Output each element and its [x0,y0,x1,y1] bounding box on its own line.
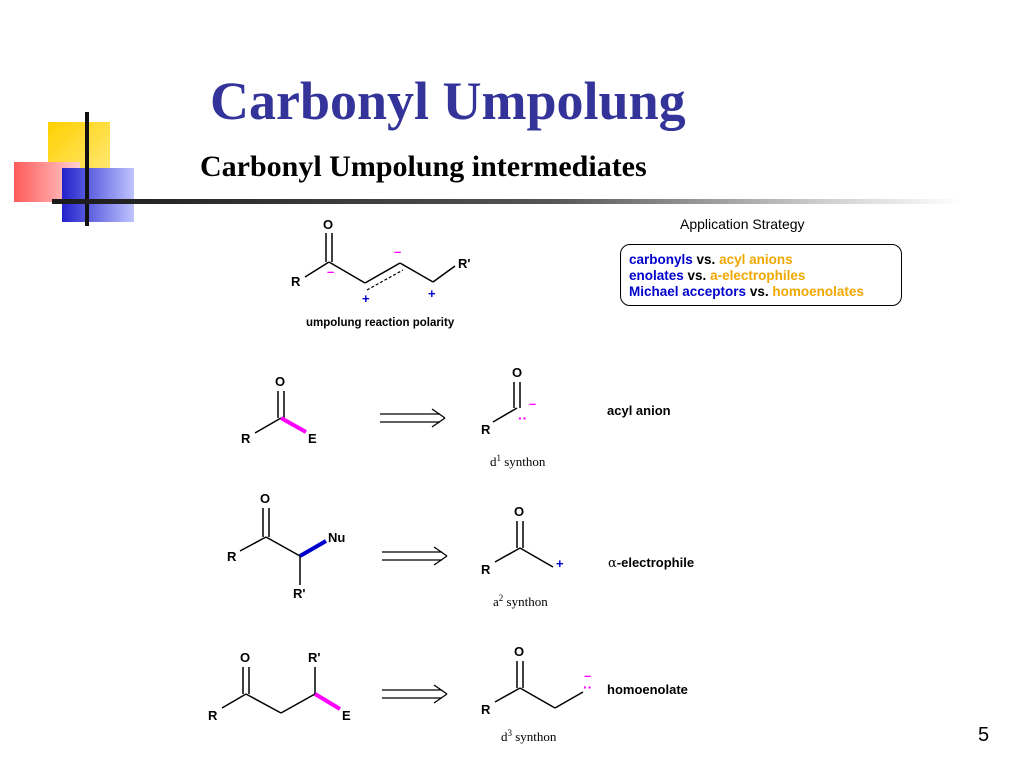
row-label: homoenolate [607,682,688,697]
synthon-charge: – [584,668,591,683]
sm-atom-r: R [208,708,218,723]
synthon-superscript: 3 [508,728,513,738]
strategy-vs: vs. [692,252,720,267]
polarity-minus: – [394,244,401,259]
sm-atom-o: O [260,491,270,506]
synthon-superscript: 1 [497,453,502,463]
synthon-atom-o: O [514,644,524,659]
strategy-left: enolates [629,268,684,283]
synthon-word: synthon [512,729,557,744]
strategy-right: a-electrophiles [710,268,806,283]
strategy-vs: vs. [683,268,711,283]
row-alpha-electrophile: O R Nu R' O R + a2 synthon α-electro [227,491,694,609]
row-homoenolate: O R R' E O R – ·· d3 syntho [208,644,688,744]
synthon-atom-r: R [481,702,491,717]
sm-atom-o: O [275,374,285,389]
strategy-row: carbonyls vs. acyl anions [629,252,901,268]
synthon-atom-o: O [514,504,524,519]
slide-title: Carbonyl Umpolung [210,71,686,131]
synthon-letter: d [501,729,508,744]
alpha-symbol: α [608,556,617,571]
polarity-atom-r: R [291,274,301,289]
synthon-atom-r: R [481,422,491,437]
sm-atom-r: R [241,431,251,446]
polarity-caption: umpolung reaction polarity [306,317,455,329]
polarity-plus: + [428,286,436,301]
synthon-caption: d1 synthon [490,453,546,469]
synthon-letter: a [493,594,499,609]
sm-atom-nu: Nu [328,530,345,545]
synthon-charge: – [529,396,536,411]
strategy-box: carbonyls vs. acyl anions enolates vs. a… [620,244,902,306]
sm-atom-rprime: R' [308,650,320,665]
strategy-heading: Application Strategy [680,216,805,232]
sm-atom-o: O [240,650,250,665]
row-label: α-electrophile [608,555,694,571]
retro-arrow [382,684,448,704]
sm-atom-r: R [227,549,237,564]
retro-arrow [380,408,446,428]
row-acyl-anion: O R E O R – ·· d1 synthon acyl anion [241,365,671,469]
synthon-atom-o: O [512,365,522,380]
polarity-plus: + [362,291,370,306]
strategy-row: enolates vs. a-electrophiles [629,268,901,284]
polarity-structure: O R R' – – + + umpolung reaction polarit… [291,217,470,329]
synthon-atom-r: R [481,562,491,577]
synthon-word: synthon [501,454,546,469]
retro-arrow [382,546,448,566]
slide-subtitle: Carbonyl Umpolung intermediates [200,150,647,183]
synthon-caption: a2 synthon [493,593,548,609]
strategy-left: Michael acceptors [629,284,747,299]
lone-pair: ·· [518,410,527,426]
decor-blue-square [62,168,134,222]
sm-atom-e: E [308,431,317,446]
synthon-superscript: 2 [499,593,504,603]
polarity-atom-rprime: R' [458,256,470,271]
lone-pair: ·· [583,679,592,695]
synthon-caption: d3 synthon [501,728,557,744]
strategy-vs: vs. [746,284,773,299]
page-number: 5 [978,724,990,746]
polarity-minus: – [327,264,334,279]
decor-vertical-bar [85,112,89,226]
strategy-right: acyl anions [719,252,793,267]
strategy-right: homoenolates [772,284,864,299]
strategy-row: Michael acceptors vs. homoenolates [629,284,901,300]
sm-atom-e: E [342,708,351,723]
strategy-left: carbonyls [629,252,693,267]
sm-atom-rprime: R' [293,586,305,601]
row-label: acyl anion [607,403,671,418]
synthon-charge: + [556,556,564,571]
synthon-letter: d [490,454,497,469]
polarity-atom-o: O [323,217,333,232]
synthon-word: synthon [503,594,548,609]
title-rule [52,199,962,204]
row-label-text: -electrophile [617,555,694,570]
